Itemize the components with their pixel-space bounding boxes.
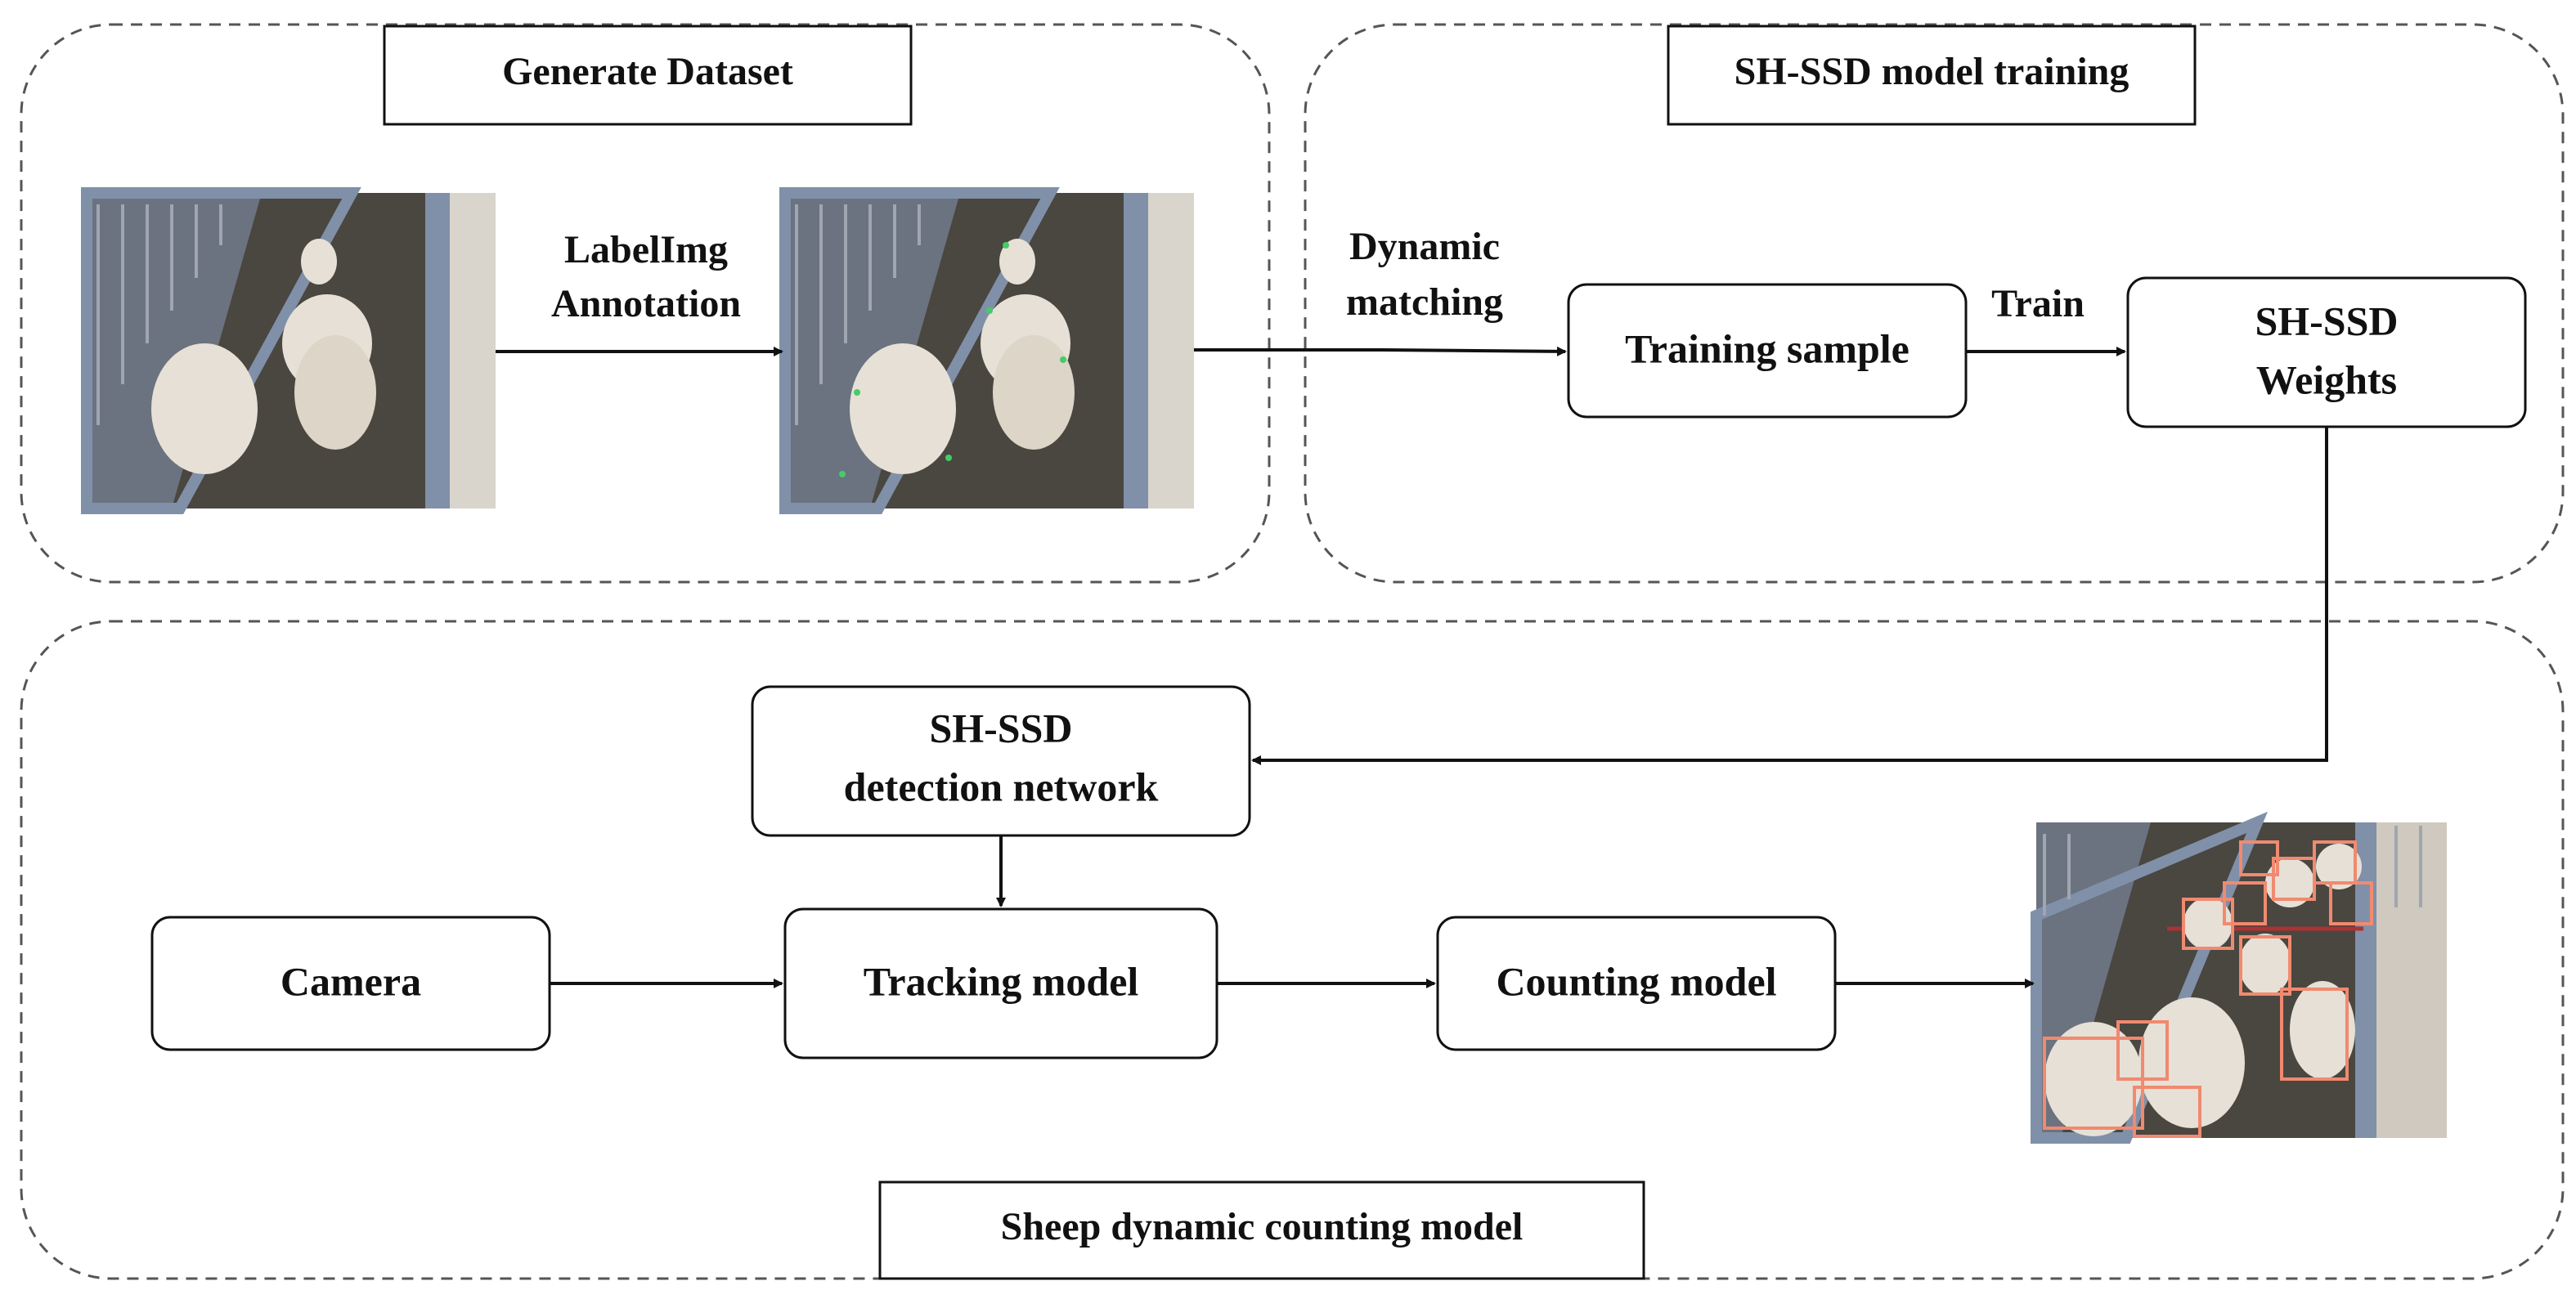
- counting-result-image: [2031, 811, 2447, 1144]
- camera-label: Camera: [280, 958, 421, 1004]
- edge-label-annotation-2: Annotation: [551, 282, 741, 325]
- training-sample-label: Training sample: [1625, 325, 1910, 371]
- title-generate-dataset: Generate Dataset: [502, 50, 793, 93]
- title-counting-model: Sheep dynamic counting model: [1001, 1205, 1524, 1248]
- edge-label-matching-2: matching: [1346, 280, 1503, 324]
- annotated-sheep-image: [779, 187, 1194, 514]
- sh-ssd-weights-label-1: SH-SSD: [2255, 298, 2398, 343]
- sh-ssd-weights-label-2: Weights: [2256, 356, 2397, 402]
- detection-network-label-2: detection network: [844, 764, 1159, 809]
- arrow-annotated-to-training-sample: [1194, 346, 1567, 356]
- edge-label-annotation-1: LabelImg: [564, 228, 728, 271]
- title-box-model-training: [1667, 25, 2197, 126]
- edge-label-train: Train: [1991, 282, 2085, 325]
- title-box-counting-model: [878, 1180, 1645, 1280]
- arrow-weights-to-detection: [1251, 427, 2328, 765]
- group-generate-dataset: [20, 23, 1271, 584]
- detection-network-label-1: SH-SSD: [929, 705, 1072, 750]
- edge-label-matching-1: Dynamic: [1349, 225, 1500, 268]
- title-model-training: SH-SSD model training: [1735, 50, 2129, 93]
- tracking-model-label: Tracking model: [864, 958, 1139, 1004]
- counting-model-label: Counting model: [1496, 958, 1776, 1004]
- group-model-training: [1304, 23, 2565, 584]
- title-box-generate-dataset: [383, 25, 913, 126]
- raw-sheep-image: [81, 187, 496, 514]
